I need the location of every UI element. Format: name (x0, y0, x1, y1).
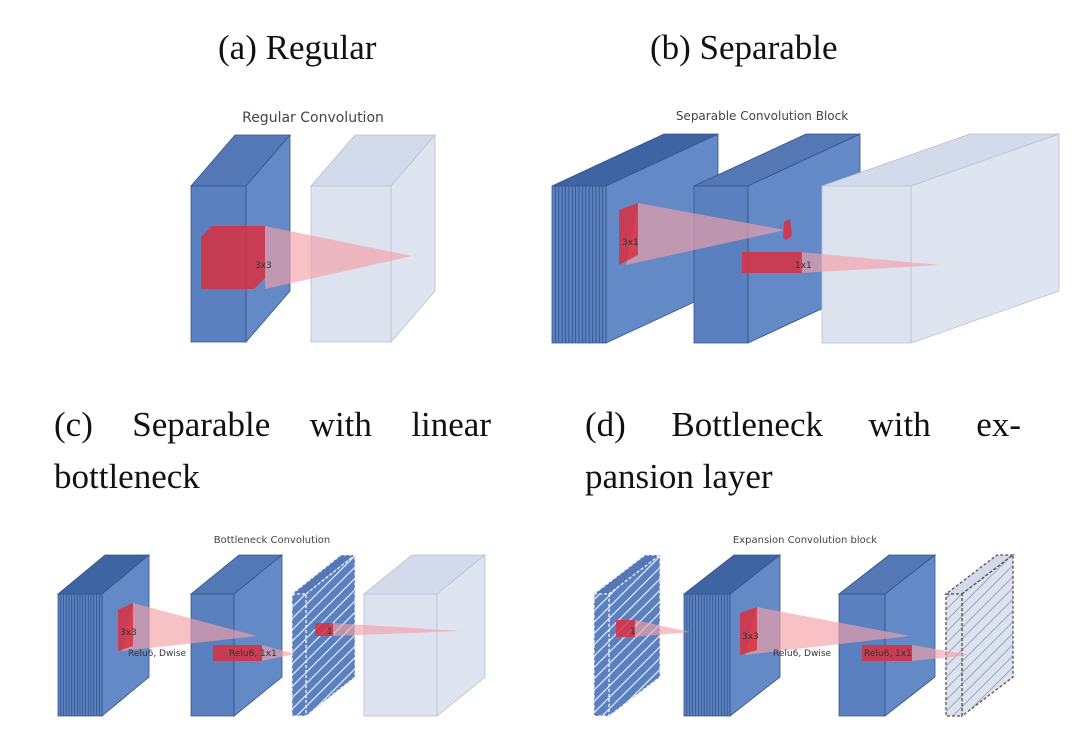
d-expansion-cone (635, 620, 690, 637)
label-d-1: 1 (630, 627, 636, 637)
b-kernel-1x1 (742, 252, 802, 273)
c-linear-cone (333, 623, 460, 636)
label-b-1x1: 1x1 (795, 261, 812, 271)
caption-d-line2: pansion layer (585, 457, 773, 496)
label-d-dwise: Relu6, Dwise (773, 649, 832, 659)
c-bottleneck-volume-front (291, 593, 307, 717)
c-kernel-3x3 (118, 603, 133, 651)
label-d-3x3: 3x3 (742, 632, 759, 642)
a-projection-cone (265, 226, 412, 289)
caption-a: (a) Regular (218, 28, 377, 67)
panel-d-title: Expansion Convolution block (733, 535, 877, 546)
d-pointwise-cone (912, 645, 970, 661)
c-dwise-cone (122, 603, 257, 651)
b-dwise-output (783, 219, 792, 240)
label-d-1x1: Relu6, 1x1 (864, 649, 912, 659)
d-kernel-3x3 (740, 607, 757, 655)
b-kernel-3x1 (619, 203, 638, 265)
b-middle-volume-front (693, 185, 749, 344)
d-input-volume-front (593, 593, 610, 717)
label-c-1x1: Relu6, 1x1 (229, 649, 277, 659)
label-b-3x1: 3x1 (622, 238, 639, 248)
d-dwise-cone (745, 607, 910, 655)
d-kernel-1x1 (862, 645, 912, 661)
label-c-1: 1 (327, 627, 333, 637)
c-kernel-1 (315, 623, 333, 636)
caption-c-line2: bottleneck (54, 457, 200, 496)
caption-c-line1: (c) Separable with linear (54, 405, 491, 444)
panel-a-title: Regular Convolution (242, 110, 384, 126)
label-a-3x3: 3x3 (255, 261, 272, 271)
caption-d-line1: (d) Bottleneck with ex- (585, 405, 1021, 444)
panel-c-title: Bottleneck Convolution (214, 535, 330, 546)
d-kernel-1 (616, 620, 635, 637)
label-c-dwise: Relu6, Dwise (128, 649, 187, 659)
label-c-3x3: 3x3 (120, 628, 137, 638)
caption-b: (b) Separable (650, 28, 838, 67)
panel-b-title: Separable Convolution Block (676, 109, 848, 123)
a-kernel-3x3 (201, 226, 265, 289)
c-pointwise-cone (262, 645, 295, 661)
c-output-volume-front (363, 593, 438, 717)
b-pointwise-cone (800, 252, 940, 273)
c-kernel-1x1 (213, 645, 262, 661)
b-dwise-cone (626, 203, 785, 265)
